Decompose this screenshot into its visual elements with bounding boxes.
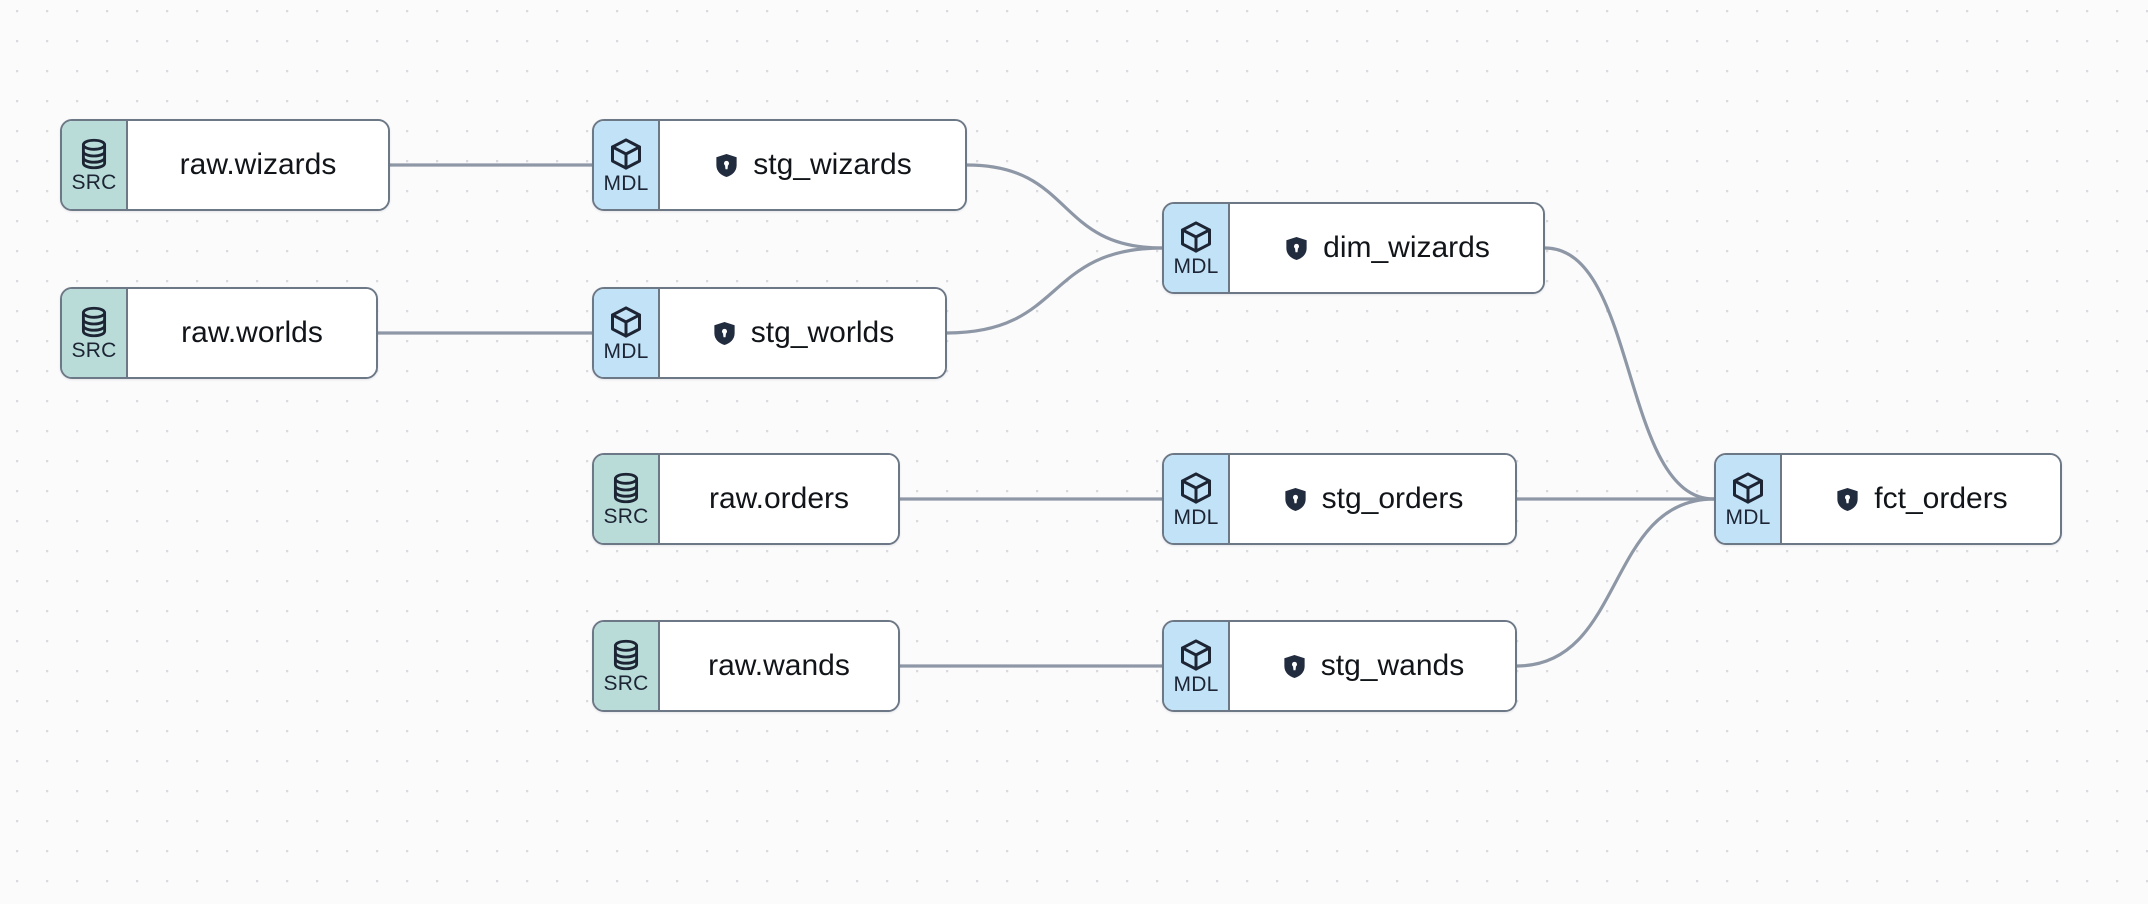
lineage-node-stg_worlds[interactable]: MDL stg_worlds <box>592 287 947 379</box>
node-type-badge-mdl: MDL <box>594 289 660 377</box>
node-type-badge-mdl: MDL <box>1716 455 1782 543</box>
node-type-badge-mdl: MDL <box>594 121 660 209</box>
database-icon <box>77 137 111 171</box>
shield-lock-icon <box>711 320 738 347</box>
node-type-badge-src: SRC <box>62 121 128 209</box>
lineage-node-stg_wizards[interactable]: MDL stg_wizards <box>592 119 967 211</box>
node-label: stg_wands <box>1320 649 1465 682</box>
node-body: raw.wands <box>660 622 898 710</box>
cube-icon <box>1178 637 1214 673</box>
lineage-node-raw_wizards[interactable]: SRC raw.wizards <box>60 119 390 211</box>
lineage-node-raw_worlds[interactable]: SRC raw.worlds <box>60 287 378 379</box>
lineage-edge-dim_wizards-to-fct_orders <box>1543 246 1716 501</box>
node-type-badge-src: SRC <box>594 455 660 543</box>
shield-lock-icon <box>1834 486 1861 513</box>
node-body: stg_wizards <box>660 121 965 209</box>
database-icon <box>609 638 643 672</box>
node-label: raw.orders <box>708 482 850 515</box>
node-label: raw.wands <box>708 649 850 682</box>
node-label: stg_wizards <box>753 148 912 181</box>
cube-icon <box>608 136 644 172</box>
node-type-badge-src: SRC <box>594 622 660 710</box>
node-label: stg_worlds <box>750 316 895 349</box>
cube-icon <box>1730 470 1766 506</box>
lineage-node-raw_orders[interactable]: SRC raw.orders <box>592 453 900 545</box>
node-body: stg_worlds <box>660 289 945 377</box>
node-type-label: MDL <box>1173 673 1219 696</box>
cube-icon <box>1178 219 1214 255</box>
lineage-node-raw_wands[interactable]: SRC raw.wands <box>592 620 900 712</box>
node-body: raw.orders <box>660 455 898 543</box>
node-type-label: SRC <box>71 339 117 362</box>
lineage-node-fct_orders[interactable]: MDL fct_orders <box>1714 453 2062 545</box>
node-type-label: MDL <box>1173 506 1219 529</box>
node-type-badge-mdl: MDL <box>1164 622 1230 710</box>
node-label: stg_orders <box>1321 482 1464 515</box>
node-type-label: SRC <box>603 505 649 528</box>
lineage-node-dim_wizards[interactable]: MDL dim_wizards <box>1162 202 1545 294</box>
cube-icon <box>608 304 644 340</box>
node-label: dim_wizards <box>1323 231 1490 264</box>
database-icon <box>77 305 111 339</box>
node-body: stg_orders <box>1230 455 1515 543</box>
node-body: stg_wands <box>1230 622 1515 710</box>
node-body: raw.wizards <box>128 121 388 209</box>
lineage-node-stg_wands[interactable]: MDL stg_wands <box>1162 620 1517 712</box>
lineage-edge-stg_worlds-to-dim_wizards <box>945 246 1164 335</box>
shield-lock-icon <box>1282 486 1309 513</box>
node-type-label: SRC <box>71 171 117 194</box>
node-type-label: MDL <box>603 172 649 195</box>
node-type-label: SRC <box>603 672 649 695</box>
database-icon <box>609 471 643 505</box>
shield-lock-icon <box>1283 235 1310 262</box>
node-body: dim_wizards <box>1230 204 1543 292</box>
node-label: raw.wizards <box>179 148 337 181</box>
lineage-edge-stg_wizards-to-dim_wizards <box>965 163 1164 250</box>
lineage-node-stg_orders[interactable]: MDL stg_orders <box>1162 453 1517 545</box>
node-type-badge-src: SRC <box>62 289 128 377</box>
node-type-label: MDL <box>1173 255 1219 278</box>
node-type-badge-mdl: MDL <box>1164 204 1230 292</box>
shield-lock-icon <box>1281 653 1308 680</box>
node-label: raw.worlds <box>181 316 323 349</box>
node-body: raw.worlds <box>128 289 376 377</box>
node-type-label: MDL <box>1725 506 1771 529</box>
node-body: fct_orders <box>1782 455 2060 543</box>
cube-icon <box>1178 470 1214 506</box>
shield-lock-icon <box>713 152 740 179</box>
node-type-badge-mdl: MDL <box>1164 455 1230 543</box>
node-type-label: MDL <box>603 340 649 363</box>
node-label: fct_orders <box>1874 482 2008 515</box>
lineage-edge-stg_wands-to-fct_orders <box>1515 497 1716 668</box>
